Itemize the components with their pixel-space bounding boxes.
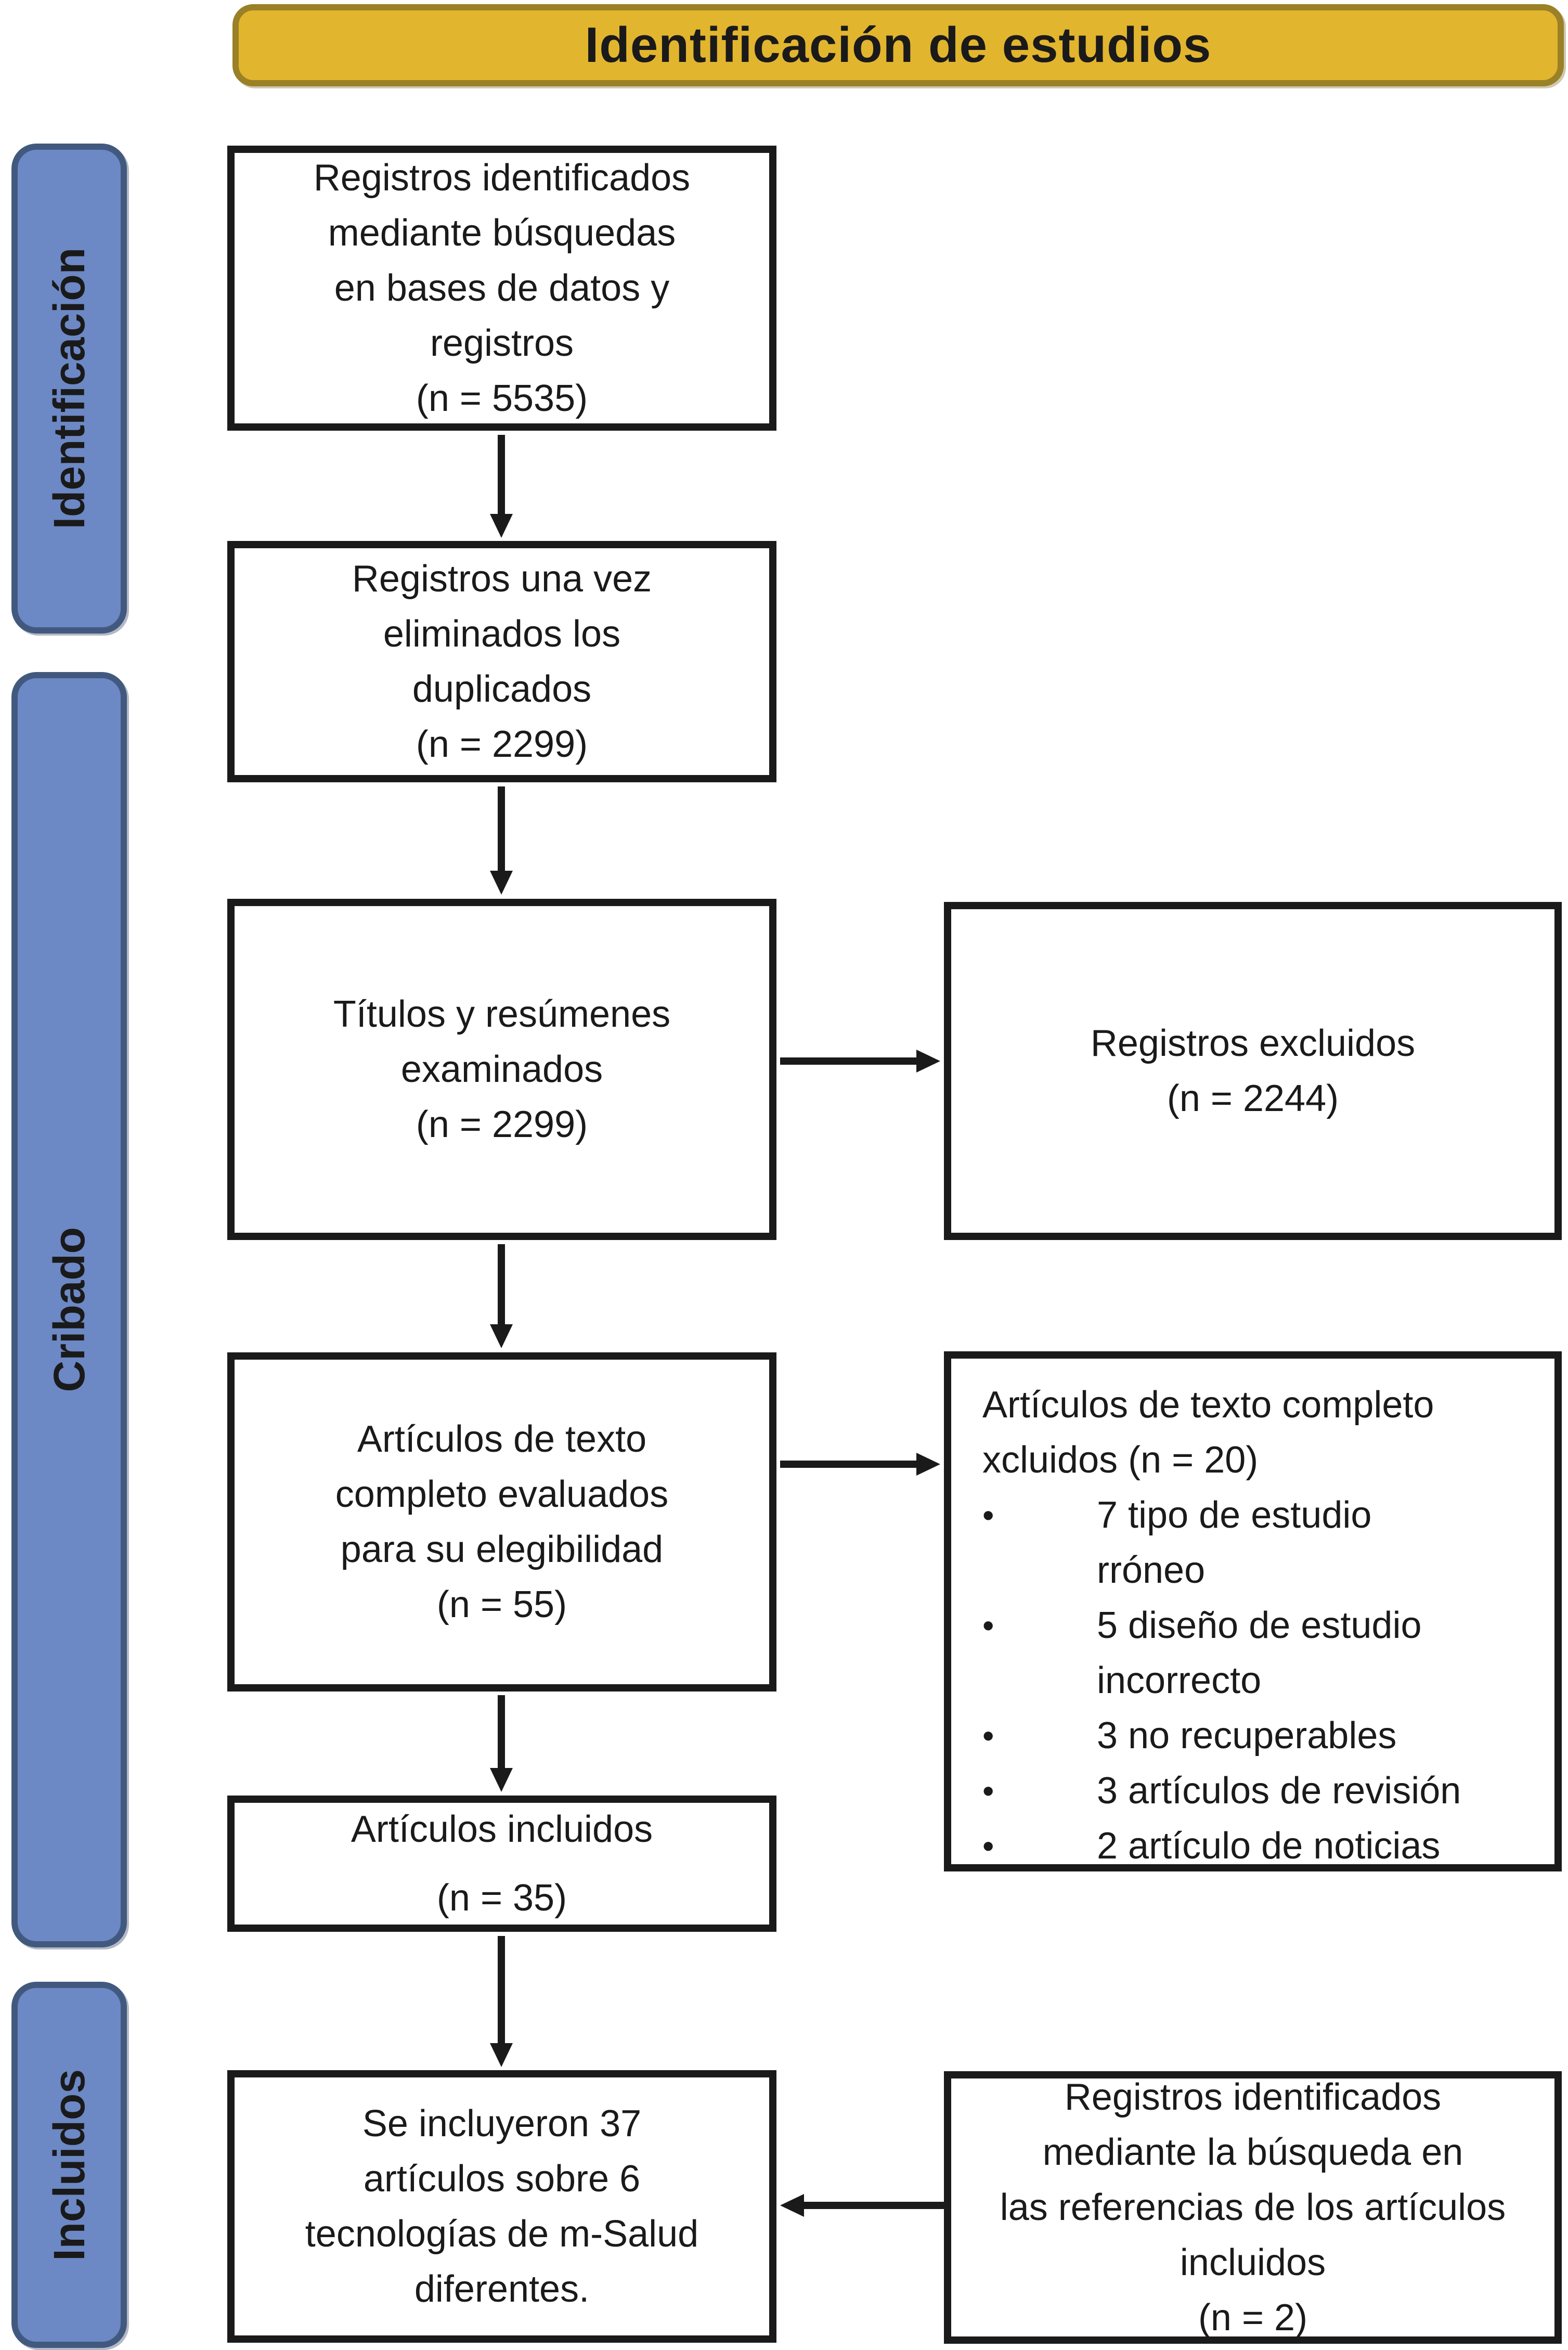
exclusion-reason-item: • 3 no recuperables: [982, 1708, 1539, 1763]
stage-screening-label: Cribado: [44, 1227, 94, 1392]
bullet-icon: •: [982, 1607, 994, 1644]
box-articles-included-text: Artículos incluidos (n = 35): [351, 1809, 653, 1919]
exclusion-reason-item: • 5 diseño de estudio incorrecto: [982, 1598, 1539, 1708]
box-duplicates-removed-text: Registros una vez eliminados los duplica…: [352, 558, 652, 765]
box-records-excluded: Registros excluidos (n = 2244): [944, 902, 1562, 1240]
arrow-right-fulltext-to-excluded-icon: [780, 1453, 940, 1476]
box-fulltext-excluded-title: Artículos de texto completo xcluidos (n …: [982, 1384, 1434, 1481]
arrow-left-references-to-synthesis-icon: [780, 2194, 947, 2217]
stage-screening: Cribado: [11, 672, 127, 1947]
box-duplicates-removed: Registros una vez eliminados los duplica…: [227, 541, 776, 782]
title-banner: Identificación de estudios: [232, 4, 1564, 86]
arrow-down-dedup-to-screened-icon: [490, 786, 513, 895]
box-final-synthesis-text: Se incluyeron 37 artículos sobre 6 tecno…: [305, 2103, 699, 2310]
box-reference-search: Registros identificados mediante la búsq…: [944, 2071, 1562, 2344]
diagram-title: Identificación de estudios: [585, 17, 1212, 73]
arrow-down-identified-to-dedup-icon: [490, 435, 513, 538]
box-final-synthesis: Se incluyeron 37 artículos sobre 6 tecno…: [227, 2070, 776, 2343]
exclusion-reasons-list: • 7 tipo de estudio rróneo • 5 diseño de…: [982, 1488, 1539, 1874]
box-articles-included: Artículos incluidos (n = 35): [227, 1796, 776, 1932]
exclusion-reason-item: • 2 artículo de noticias: [982, 1818, 1539, 1874]
box-titles-abstracts-screened: Títulos y resúmenes examinados (n = 2299…: [227, 899, 776, 1240]
bullet-icon: •: [982, 1772, 994, 1810]
exclusion-reason-item: • 7 tipo de estudio rróneo: [982, 1488, 1539, 1598]
box-fulltext-excluded: Artículos de texto completo xcluidos (n …: [944, 1351, 1562, 1871]
exclusion-reason-item: • 3 artículos de revisión: [982, 1763, 1539, 1818]
box-titles-abstracts-screened-text: Títulos y resúmenes examinados (n = 2299…: [333, 993, 671, 1145]
arrow-down-screened-to-fulltext-icon: [490, 1244, 513, 1348]
box-records-identified-text: Registros identificados mediante búsqued…: [313, 157, 691, 419]
stage-identification-label: Identificación: [44, 248, 94, 530]
box-fulltext-assessed-text: Artículos de texto completo evaluados pa…: [335, 1418, 669, 1625]
arrow-right-screened-to-excluded-icon: [780, 1050, 940, 1073]
bullet-icon: •: [982, 1496, 994, 1534]
box-reference-search-text: Registros identificados mediante la búsq…: [1000, 2076, 1506, 2339]
arrow-down-fulltext-to-included-icon: [490, 1695, 513, 1792]
box-fulltext-assessed: Artículos de texto completo evaluados pa…: [227, 1352, 776, 1692]
stage-identification: Identificación: [11, 144, 127, 634]
stage-included-label: Incluidos: [44, 2069, 94, 2261]
stage-included: Incluidos: [11, 1982, 127, 2348]
arrow-down-included-to-synthesis-icon: [490, 1936, 513, 2067]
box-records-excluded-text: Registros excluidos (n = 2244): [1090, 1023, 1416, 1119]
bullet-icon: •: [982, 1827, 994, 1865]
box-records-identified: Registros identificados mediante búsqued…: [227, 146, 776, 431]
bullet-icon: •: [982, 1717, 994, 1754]
